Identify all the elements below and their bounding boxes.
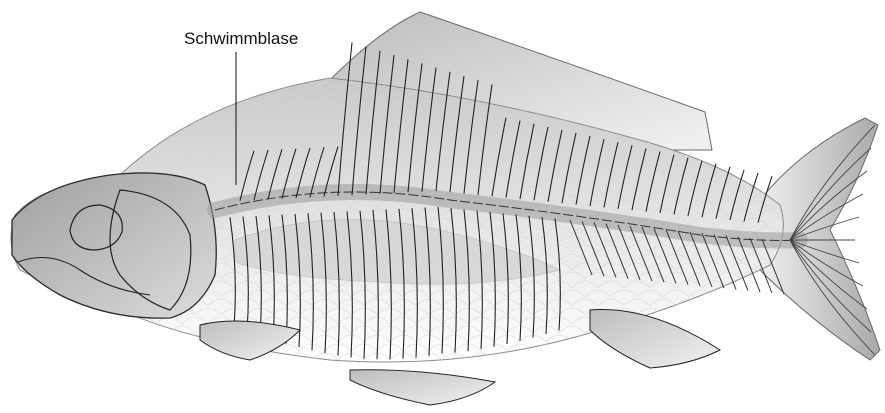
anal-fin: [590, 310, 720, 369]
fish-head: [12, 173, 216, 318]
swim-bladder-label: Schwimmblase: [184, 29, 298, 48]
pelvic-fin: [350, 370, 495, 405]
